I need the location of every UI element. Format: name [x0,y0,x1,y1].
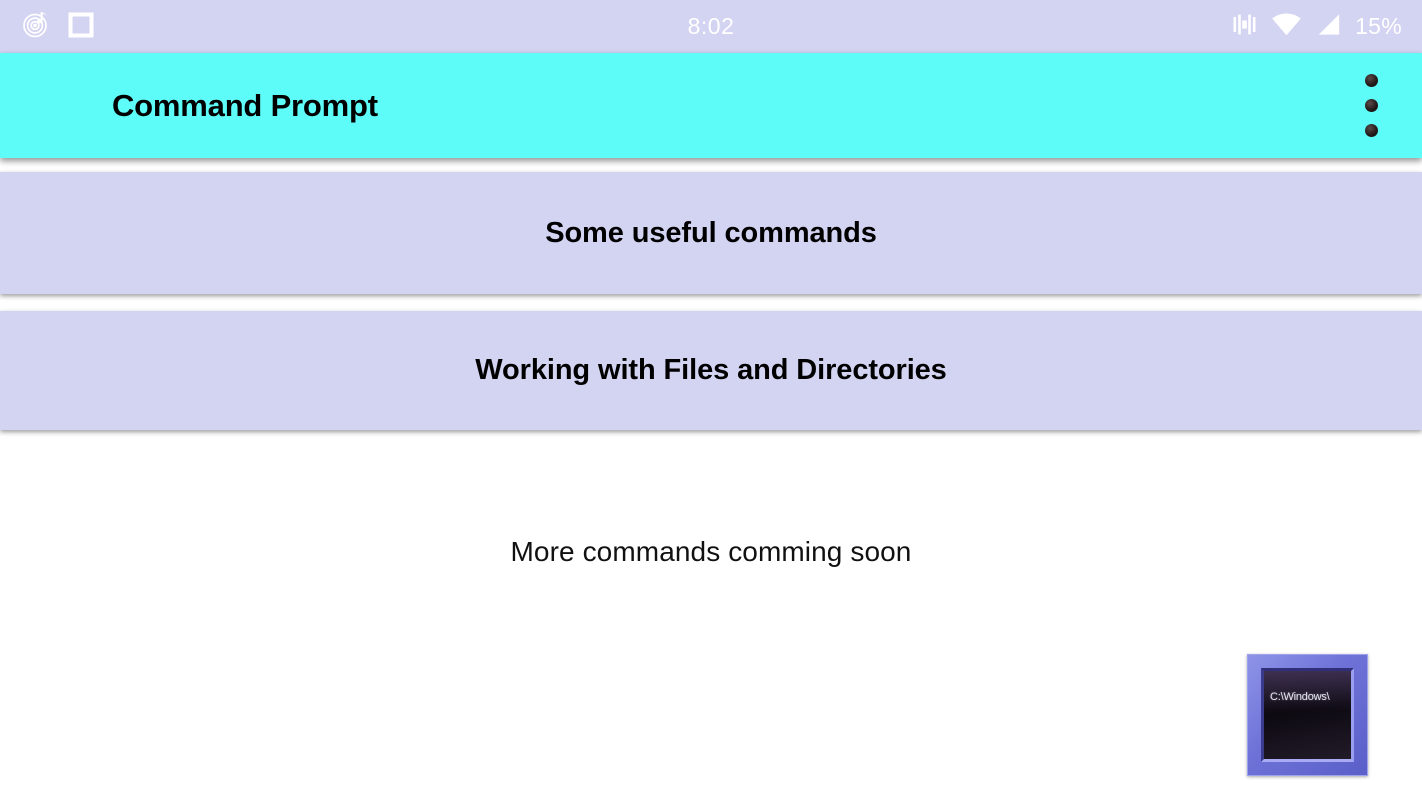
overflow-dot-icon [1365,124,1378,137]
page-title: Command Prompt [112,87,378,123]
overflow-dot-icon [1365,74,1378,87]
card-label: Some useful commands [545,216,877,249]
status-bar-clock: 8:02 [687,13,735,39]
music-note-icon [22,9,52,44]
overflow-dot-icon [1365,99,1378,112]
status-bar-notification-icons [0,9,300,44]
battery-percentage-label: 15% [1355,13,1402,39]
status-bar-system-icons: 15% [1122,11,1422,43]
command-prompt-icon-path-text: C:\Windows\ [1270,691,1330,703]
overflow-menu-button[interactable] [1365,53,1378,158]
card-working-with-files-and-directories[interactable]: Working with Files and Directories [0,311,1422,430]
status-bar: 8:02 [0,0,1422,53]
command-prompt-icon-screen: C:\Windows\ [1261,668,1354,762]
cellular-signal-icon [1315,11,1342,43]
app-bar: Command Prompt [0,53,1422,158]
card-some-useful-commands[interactable]: Some useful commands [0,172,1422,294]
square-outline-icon [66,9,96,44]
card-label: Working with Files and Directories [475,354,947,386]
vibrate-icon [1231,11,1258,43]
wifi-icon [1271,11,1302,43]
coming-soon-note: More commands comming soon [510,536,912,567]
command-prompt-icon[interactable]: C:\Windows\ [1247,654,1368,776]
